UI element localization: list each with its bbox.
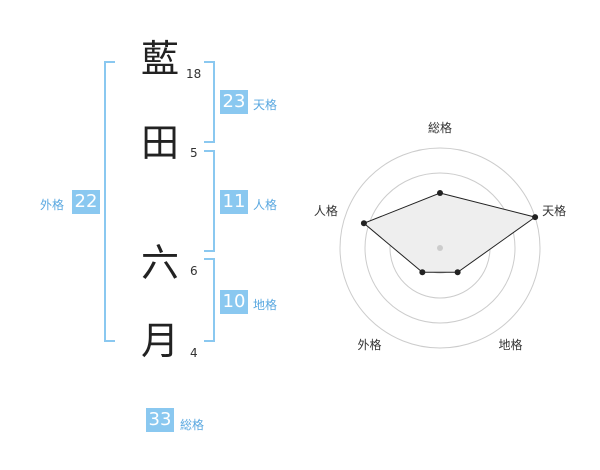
jinkaku-value: 11 [220, 190, 248, 214]
radar-point [454, 269, 461, 276]
gaikaku-bracket [104, 61, 115, 342]
radar-axis-label: 人格 [314, 203, 338, 218]
tenkaku-label: 天格 [253, 98, 278, 112]
radar-axis-label: 地格 [499, 337, 523, 352]
stroke-count-2: 5 [190, 146, 198, 160]
radar-axis-label: 総格 [428, 120, 452, 135]
gaikaku-label: 外格 [40, 198, 65, 212]
chikaku-value: 10 [220, 290, 248, 314]
soukaku-value: 33 [146, 408, 174, 432]
radar-axis-label: 天格 [542, 203, 566, 218]
radar-ring [364, 172, 516, 324]
stroke-count-3: 6 [190, 264, 198, 278]
gaikaku-value: 22 [72, 190, 100, 214]
radar-area [362, 192, 537, 273]
radar-ring [339, 147, 541, 349]
radar-point [532, 214, 539, 221]
soukaku-label: 総格 [180, 418, 205, 432]
tenkaku-value: 23 [220, 90, 248, 114]
name-char-1: 藍 [141, 37, 180, 81]
tenkaku-bracket [204, 61, 215, 143]
stroke-count-1: 18 [186, 67, 202, 81]
chikaku-bracket [204, 258, 215, 342]
name-char-3: 六 [141, 241, 180, 285]
chikaku-label: 地格 [253, 298, 278, 312]
radar-point [437, 190, 443, 196]
radar-point [419, 269, 426, 276]
radar-axis-label: 外格 [357, 337, 381, 352]
radar-point [360, 220, 367, 227]
name-char-2: 田 [141, 121, 180, 165]
jinkaku-label: 人格 [253, 198, 278, 212]
stroke-count-4: 4 [190, 346, 198, 360]
name-char-4: 月 [141, 319, 180, 363]
radar-center-dot [437, 245, 443, 251]
jinkaku-bracket [204, 150, 215, 252]
